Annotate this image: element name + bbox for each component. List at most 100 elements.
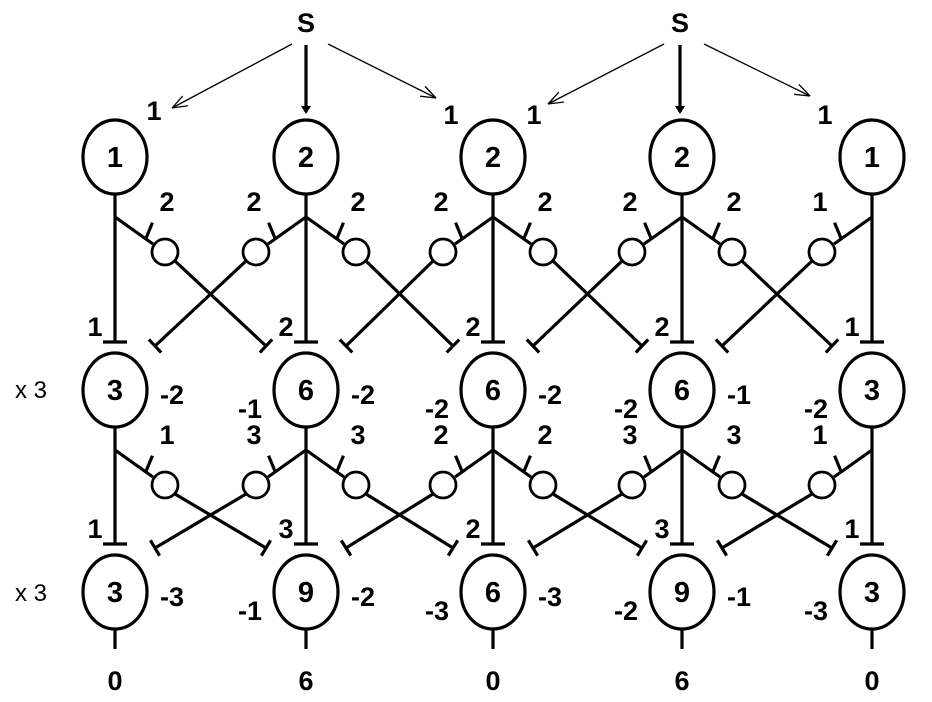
inhibitory-synapse-bar xyxy=(149,539,161,557)
multiplier-label: x 3 xyxy=(15,580,47,607)
inhibition-value-label: -2 xyxy=(614,394,638,424)
synapse-bar xyxy=(454,222,464,240)
inhibitory-synapse-bar xyxy=(526,539,540,557)
inhibitory-interneuron xyxy=(241,237,271,267)
synapse-bar xyxy=(335,222,345,240)
layer2-node xyxy=(648,351,716,429)
arrow-head xyxy=(171,95,184,109)
inhibition-weight-label: 2 xyxy=(622,187,637,217)
output-value-label: 0 xyxy=(485,666,500,696)
synapse-bar xyxy=(144,455,154,473)
inhibitory-interneuron xyxy=(807,237,837,267)
inhibitory-interneuron xyxy=(717,470,747,500)
source-label: S xyxy=(671,8,689,38)
branch-to-interneuron xyxy=(267,215,307,246)
inhibitory-connection xyxy=(174,492,267,550)
inhibitory-connection xyxy=(741,492,833,550)
arrow-head xyxy=(547,101,564,105)
output-value-label: 6 xyxy=(674,666,689,696)
inhibitory-connection xyxy=(344,259,435,348)
inhibition-value-label: -1 xyxy=(727,380,751,410)
connection-weight-label: 1 xyxy=(87,312,102,342)
inhibitory-synapse-bar xyxy=(825,539,839,557)
layer3-node xyxy=(272,553,340,631)
connection-weight-label: 3 xyxy=(654,514,669,544)
inhibition-value-label: -3 xyxy=(804,596,828,626)
inhibitory-connection xyxy=(531,259,624,348)
inhibitory-connection xyxy=(154,492,247,550)
layer2-node-label: 3 xyxy=(864,375,880,407)
inhibitory-connection xyxy=(365,492,454,550)
inhibition-value-label: -3 xyxy=(538,582,562,612)
arrow-head xyxy=(424,85,437,99)
layer1-node-label: 1 xyxy=(864,142,880,174)
inhibitory-connection xyxy=(153,259,248,348)
layer1-node xyxy=(838,118,906,196)
inhibition-weight-label: 2 xyxy=(537,420,552,450)
inhibition-weight-label: 1 xyxy=(812,420,827,450)
input-weight-label: 1 xyxy=(146,96,161,126)
synapse-bar xyxy=(643,222,653,240)
inhibitory-synapse-bar xyxy=(445,338,461,354)
branch-to-interneuron xyxy=(643,215,683,246)
layer3-node-label: 9 xyxy=(674,577,690,609)
inhibitory-interneuron xyxy=(528,470,558,500)
inhibition-weight-label: 3 xyxy=(350,420,365,450)
layer2-node-label: 6 xyxy=(298,375,314,407)
branch-to-interneuron xyxy=(114,448,154,479)
source-label: S xyxy=(297,8,315,38)
inhibition-value-label: -2 xyxy=(804,394,828,424)
inhibitory-connection xyxy=(721,492,813,550)
branch-to-interneuron xyxy=(681,448,721,479)
layer3-node xyxy=(838,553,906,631)
arrow-head xyxy=(420,95,437,99)
inhibition-value-label: -2 xyxy=(614,596,638,626)
connection-weight-label: 2 xyxy=(278,312,293,342)
inhibition-value-label: -2 xyxy=(351,582,375,612)
input-weight-label: 1 xyxy=(526,100,541,130)
inhibitory-interneuron xyxy=(528,237,558,267)
connection-weight-label: 3 xyxy=(278,514,293,544)
inhibitory-synapse-bar xyxy=(525,338,541,354)
inhibition-value-label: -1 xyxy=(238,394,262,424)
layer3-node xyxy=(459,553,527,631)
inhibitory-interneuron xyxy=(617,470,647,500)
connections-layer xyxy=(103,43,884,649)
inhibitory-synapse-bar xyxy=(260,539,272,557)
synapse-bar xyxy=(144,222,154,240)
inhibitory-interneuron xyxy=(341,470,371,500)
branch-to-interneuron xyxy=(267,448,307,479)
layer2-node xyxy=(459,351,527,429)
inhibition-weight-label: 2 xyxy=(350,187,365,217)
source-arrow-thin xyxy=(171,43,293,109)
inhibition-weight-label: 2 xyxy=(537,187,552,217)
layer3-node xyxy=(648,553,716,631)
connection-weight-label: 1 xyxy=(844,312,859,342)
layer1-node xyxy=(81,118,149,196)
source-arrow-thin xyxy=(327,43,437,99)
branch-to-interneuron xyxy=(454,215,494,246)
layer1-node-label: 2 xyxy=(674,142,690,174)
inhibitory-interneuron xyxy=(150,470,180,500)
inhibitory-interneuron xyxy=(341,237,371,267)
branch-to-interneuron xyxy=(833,448,873,479)
inhibitory-interneuron xyxy=(717,237,747,267)
input-weight-label: 1 xyxy=(817,100,832,130)
inhibitory-synapse-bar xyxy=(714,338,730,354)
inhibition-weight-label: 2 xyxy=(433,187,448,217)
inhibition-weight-label: 1 xyxy=(812,187,827,217)
inhibitory-synapse-bar xyxy=(339,539,353,557)
inhibition-value-label: -1 xyxy=(238,596,262,626)
arrow-head xyxy=(547,91,560,105)
synapse-bar xyxy=(522,222,532,240)
branch-to-interneuron xyxy=(305,448,345,479)
connection-weight-label: 2 xyxy=(465,514,480,544)
inhibitory-interneuron xyxy=(428,470,458,500)
inhibition-weight-label: 2 xyxy=(433,420,448,450)
layer2-node xyxy=(838,351,906,429)
inhibitory-connection xyxy=(532,492,623,550)
inhibitory-synapse-bar xyxy=(258,338,274,354)
input-weight-label: 1 xyxy=(443,100,458,130)
inhibition-weight-label: 2 xyxy=(726,187,741,217)
